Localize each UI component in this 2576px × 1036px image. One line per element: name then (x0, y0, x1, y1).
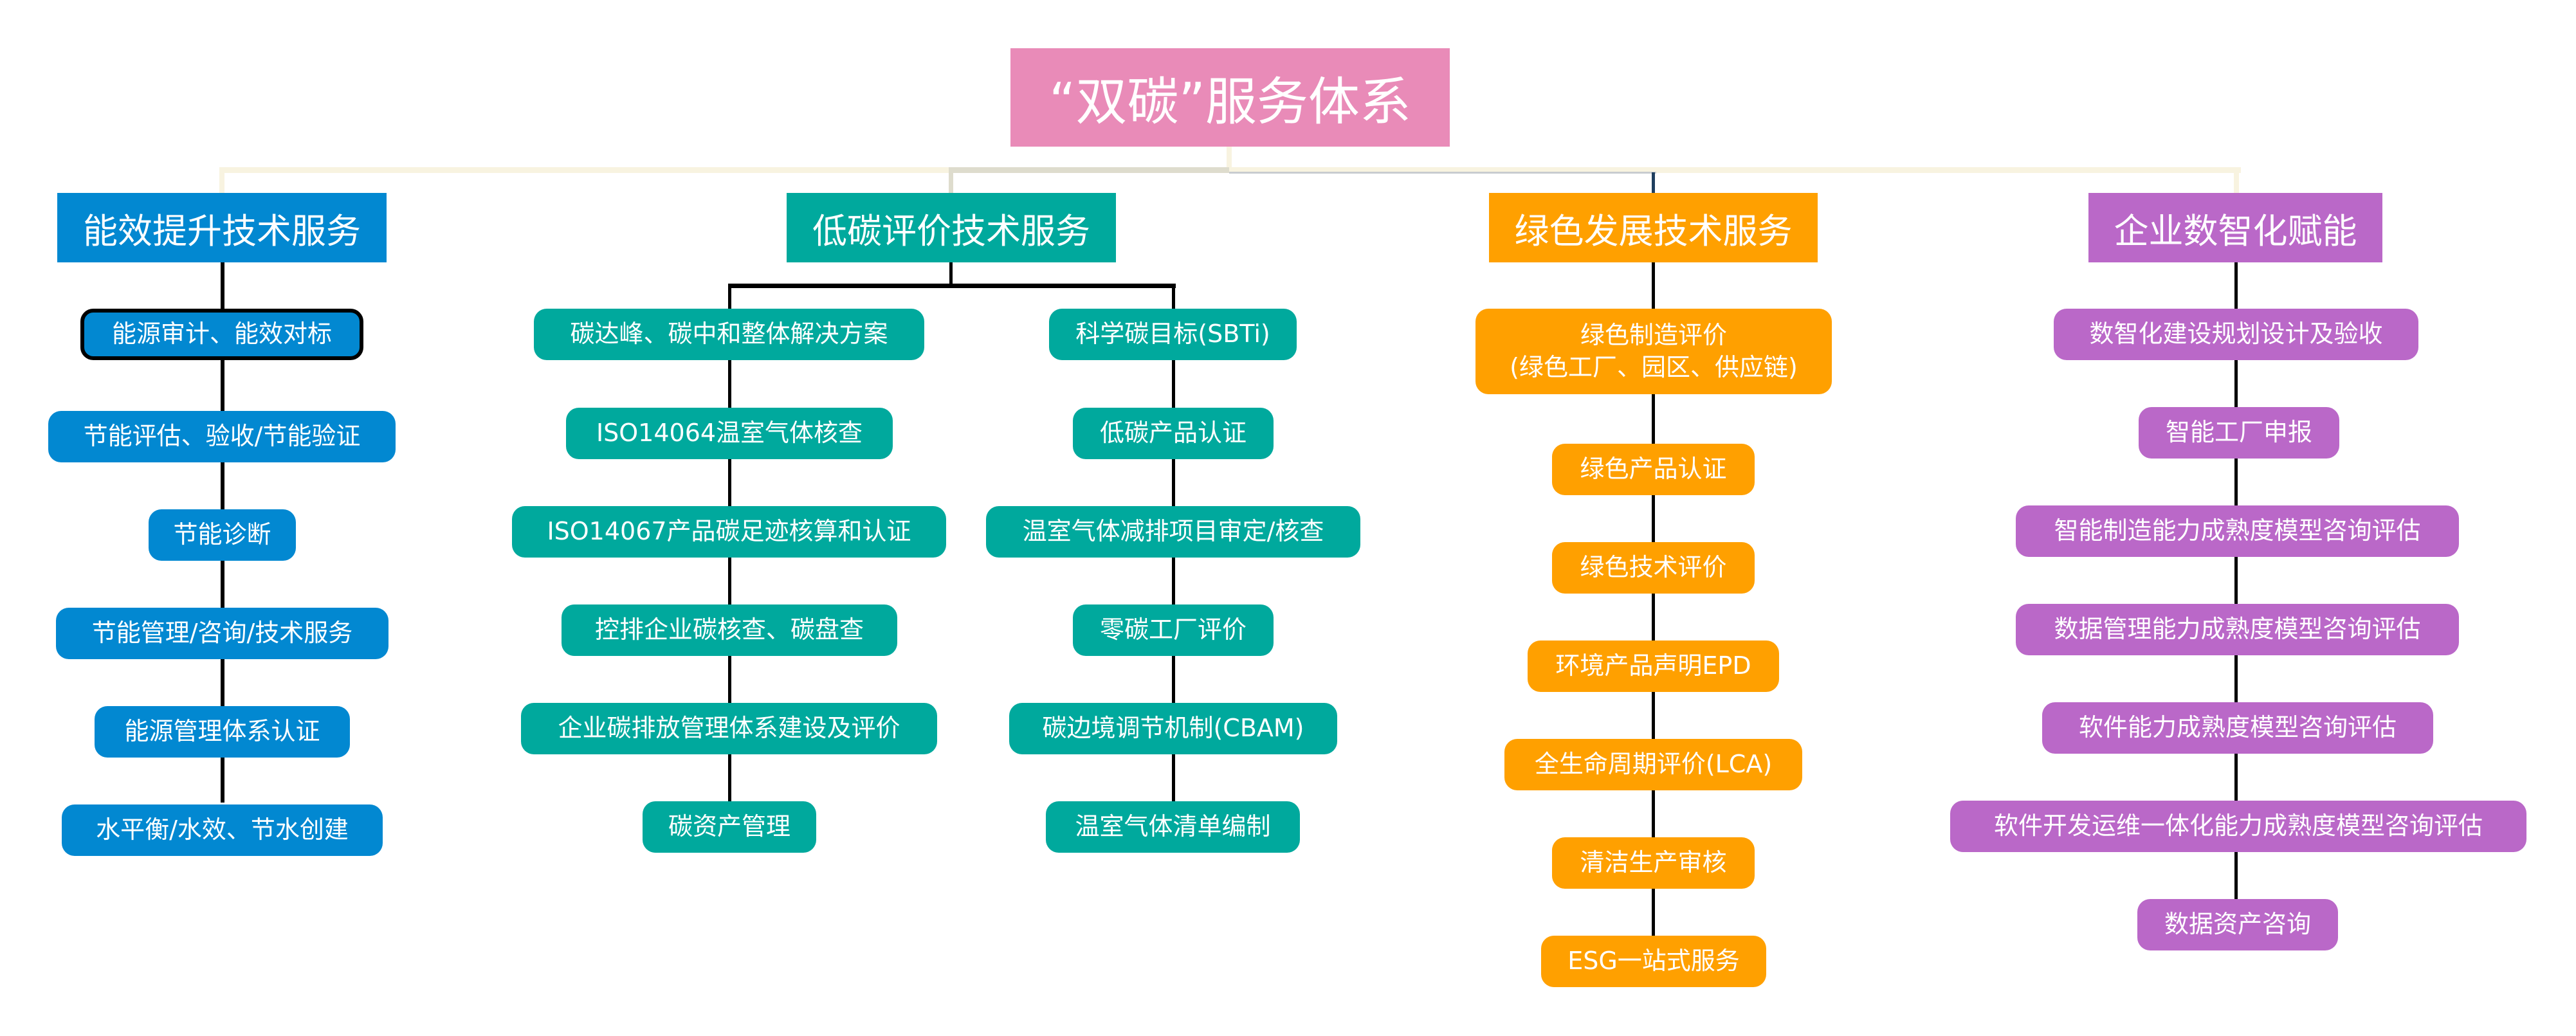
service-item-label: 碳达峰、碳中和整体解决方案 (570, 320, 888, 349)
service-item-label: 零碳工厂评价 (1099, 615, 1247, 644)
root-connector (1227, 147, 1232, 170)
connector-lowcarbon-bracket (728, 284, 1176, 288)
service-item: 数智化建设规划设计及验收 (2054, 309, 2418, 360)
service-item: 零碳工厂评价 (1073, 604, 1274, 656)
service-item: 数据资产咨询 (2137, 899, 2338, 950)
service-item: 碳边境调节机制(CBAM) (1009, 703, 1337, 754)
service-item: 节能管理/咨询/技术服务 (56, 608, 388, 659)
service-item-label: 科学碳目标(SBTi) (1075, 320, 1270, 349)
connector-digital (2234, 262, 2238, 900)
connector-lowcarbon-stem (949, 262, 953, 287)
service-item: 科学碳目标(SBTi) (1049, 309, 1297, 360)
service-item-label: 全生命周期评价(LCA) (1534, 750, 1773, 779)
service-item: 软件能力成熟度模型咨询评估 (2042, 702, 2433, 754)
service-item-label: ISO14064温室气体核查 (596, 419, 863, 448)
service-item: 企业碳排放管理体系建设及评价 (521, 703, 937, 754)
header-label: 能效提升技术服务 (83, 210, 361, 251)
service-item: 节能评估、验收/节能验证 (48, 411, 396, 462)
service-item-label: 节能评估、验收/节能验证 (83, 422, 361, 451)
service-item: 能源审计、能效对标 (80, 309, 363, 360)
service-item: 智能工厂申报 (2139, 407, 2339, 459)
service-item: 绿色技术评价 (1552, 542, 1755, 594)
header-low-carbon: 低碳评价技术服务 (787, 193, 1116, 262)
service-item-label: 低碳产品认证 (1099, 419, 1247, 448)
top-bus-line (219, 167, 2241, 173)
service-item-label-line1: 绿色制造评价 (1580, 321, 1727, 350)
service-item-label: 绿色技术评价 (1580, 553, 1727, 582)
service-item: 温室气体减排项目审定/核查 (986, 506, 1360, 558)
root-title: “双碳”服务体系 (1049, 71, 1411, 132)
header-green-development: 绿色发展技术服务 (1489, 193, 1818, 262)
service-item-label: 能源审计、能效对标 (111, 320, 332, 349)
service-item-label: 环境产品声明EPD (1555, 651, 1751, 680)
service-item: 节能诊断 (149, 509, 296, 561)
service-item: 环境产品声明EPD (1528, 641, 1779, 692)
root-title-box: “双碳”服务体系 (1010, 48, 1450, 147)
drop-line-energy (219, 167, 224, 193)
service-item: 数据管理能力成熟度模型咨询评估 (2016, 604, 2459, 655)
top-bus-segment (949, 167, 1229, 173)
service-item: 水平衡/水效、节水创建 (62, 804, 383, 856)
service-item-label: 能源管理体系认证 (124, 717, 320, 746)
drop-line-digital (2234, 167, 2239, 193)
service-item-label: 温室气体清单编制 (1075, 812, 1271, 841)
service-item: 控排企业碳核查、碳盘查 (562, 604, 897, 656)
top-bus-underline (1229, 172, 1656, 174)
header-energy-efficiency: 能效提升技术服务 (57, 193, 387, 262)
header-digital: 企业数智化赋能 (2088, 193, 2382, 262)
service-item-label: 软件开发运维一体化能力成熟度模型咨询评估 (1993, 812, 2483, 841)
service-item-label: 数智化建设规划设计及验收 (2089, 320, 2383, 349)
service-item-label: 智能制造能力成熟度模型咨询评估 (2054, 516, 2421, 545)
service-item-label: 清洁生产审核 (1580, 848, 1727, 877)
service-item-label: ISO14067产品碳足迹核算和认证 (547, 517, 911, 546)
service-item-label: 碳资产管理 (668, 812, 790, 841)
service-item: 低碳产品认证 (1073, 408, 1274, 459)
header-label: 低碳评价技术服务 (812, 210, 1090, 251)
service-item-label: 水平衡/水效、节水创建 (96, 815, 349, 844)
header-label: 企业数智化赋能 (2114, 210, 2357, 251)
service-item-label: 绿色产品认证 (1580, 455, 1727, 484)
drop-line-lowcarbon (949, 167, 953, 193)
service-item: 温室气体清单编制 (1046, 801, 1300, 853)
service-item-label-line2: (绿色工厂、园区、供应链) (1510, 352, 1798, 381)
drop-line-green (1652, 172, 1655, 193)
service-item: 全生命周期评价(LCA) (1504, 739, 1802, 790)
service-item-label: 智能工厂申报 (2165, 418, 2312, 447)
service-item-label: 软件能力成熟度模型咨询评估 (2078, 713, 2397, 742)
header-label: 绿色发展技术服务 (1514, 210, 1793, 251)
service-item-label: 数据管理能力成熟度模型咨询评估 (2054, 615, 2421, 644)
service-item: ISO14067产品碳足迹核算和认证 (512, 506, 946, 558)
service-item-green-manufacturing: 绿色制造评价(绿色工厂、园区、供应链) (1475, 309, 1832, 394)
service-item: 碳资产管理 (643, 801, 816, 853)
service-item-label: 企业碳排放管理体系建设及评价 (558, 714, 900, 743)
service-item: 绿色产品认证 (1552, 444, 1755, 495)
service-item-label: 节能诊断 (173, 520, 271, 549)
service-item: 清洁生产审核 (1552, 837, 1755, 889)
service-item: 智能制造能力成熟度模型咨询评估 (2016, 505, 2459, 557)
service-item: 碳达峰、碳中和整体解决方案 (534, 309, 924, 360)
service-item-label: 温室气体减排项目审定/核查 (1022, 517, 1324, 546)
service-item: 能源管理体系认证 (95, 706, 350, 758)
service-item-label: 数据资产咨询 (2164, 910, 2311, 939)
connector-green (1652, 262, 1655, 938)
service-item: ESG一站式服务 (1541, 936, 1766, 987)
service-item-label: 控排企业碳核查、碳盘查 (594, 615, 864, 644)
service-item: 软件开发运维一体化能力成熟度模型咨询评估 (1950, 801, 2526, 852)
service-item-label: 碳边境调节机制(CBAM) (1042, 714, 1304, 743)
service-item-label: 节能管理/咨询/技术服务 (91, 619, 353, 648)
service-item: ISO14064温室气体核查 (566, 408, 893, 459)
service-item-label: ESG一站式服务 (1567, 947, 1740, 976)
